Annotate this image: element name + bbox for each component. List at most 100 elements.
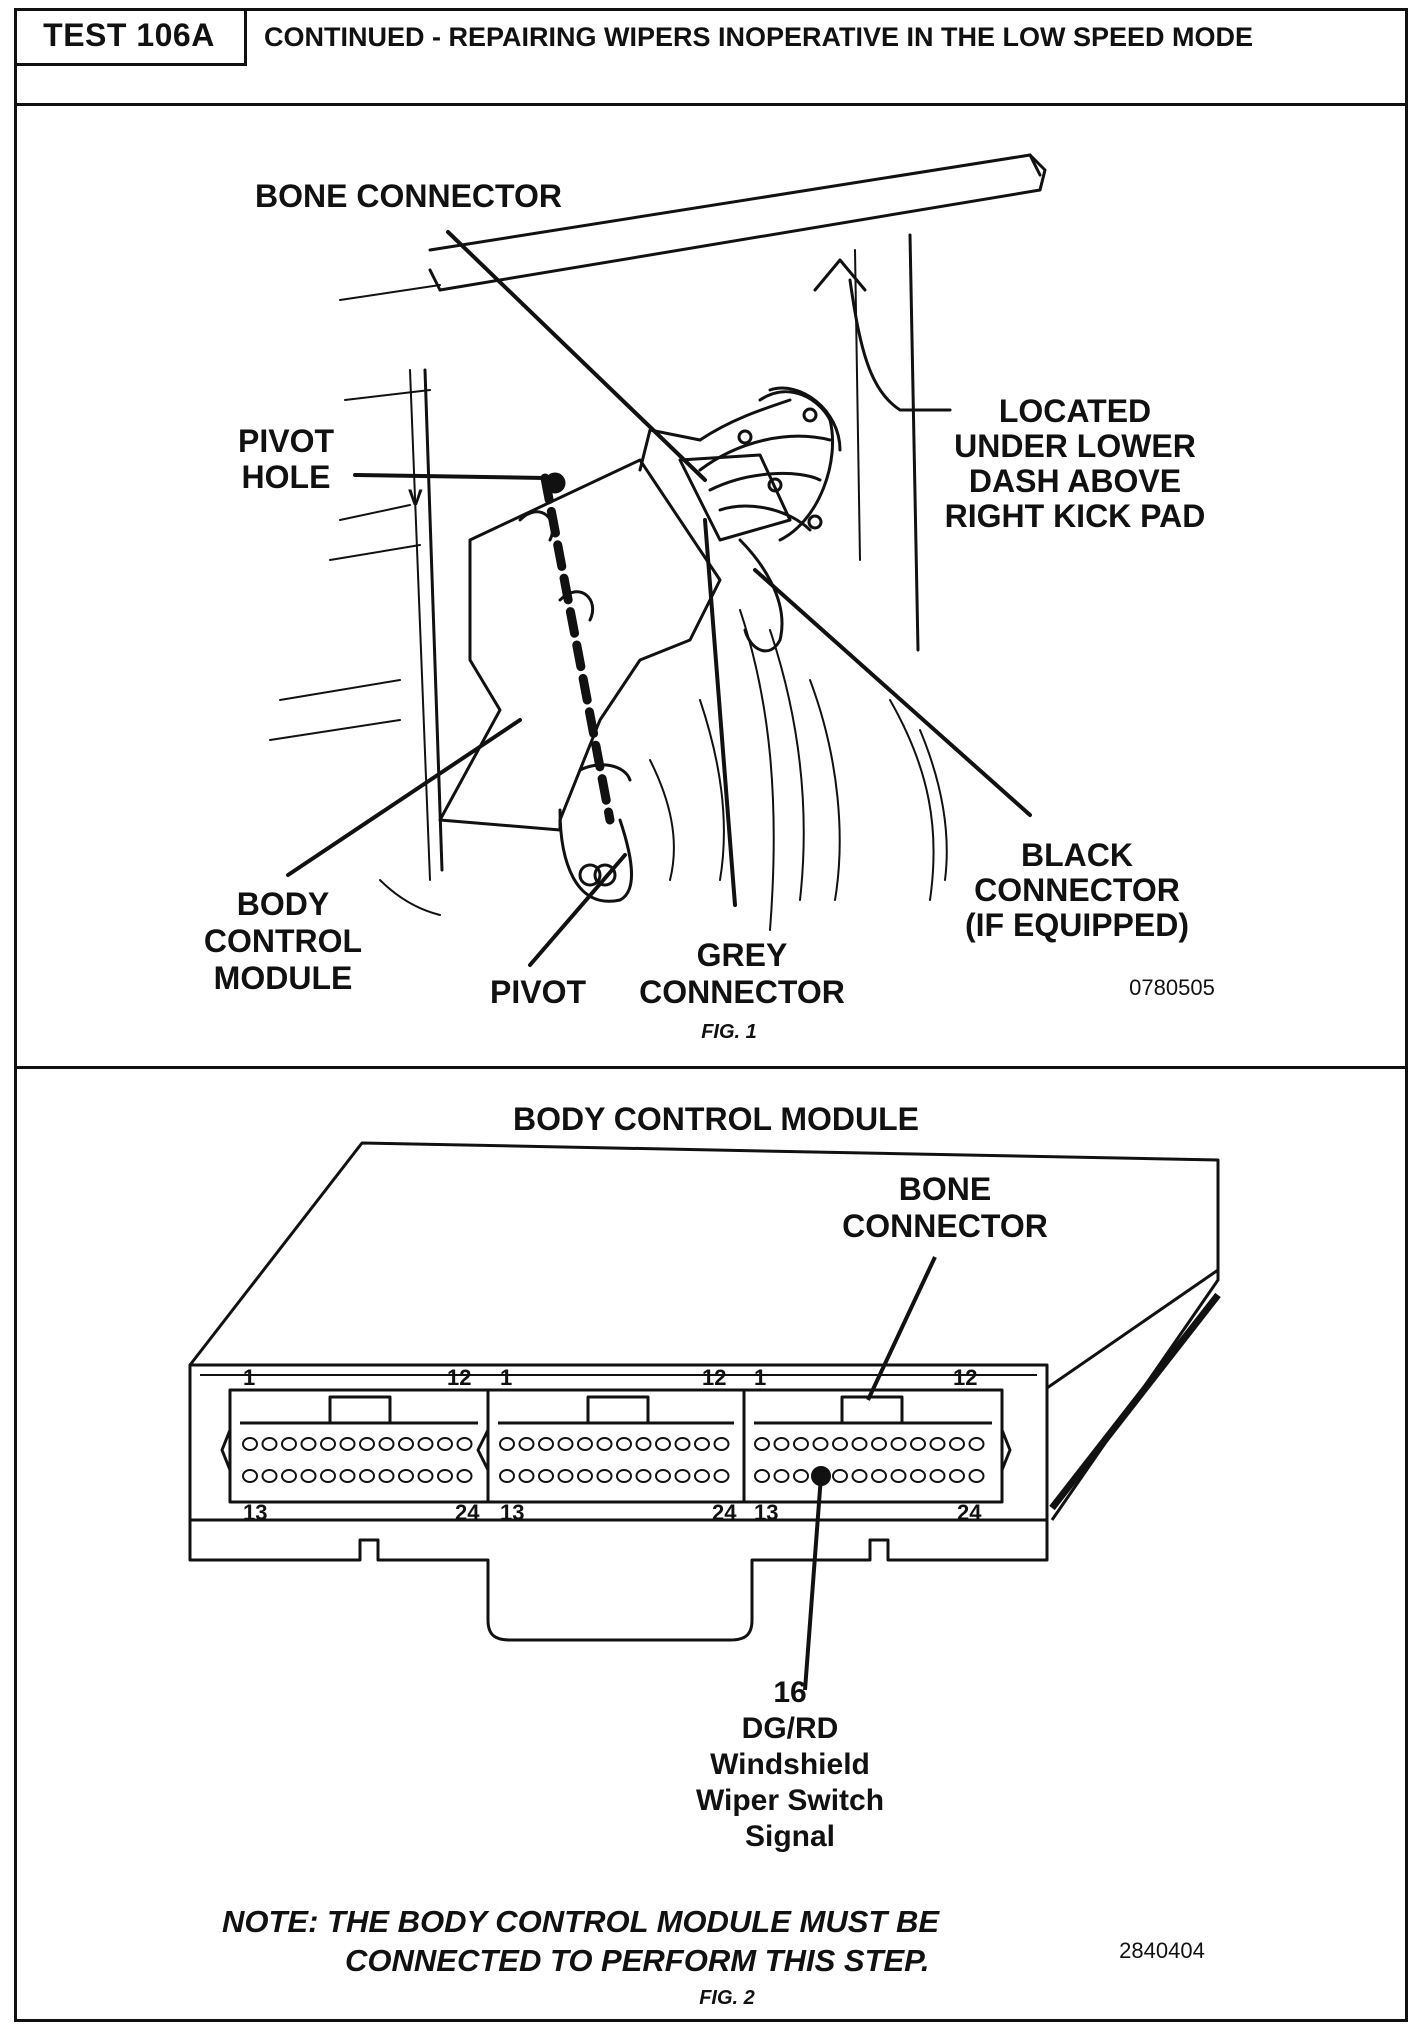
wiring-harness [758, 390, 835, 542]
leader-pin-16 [803, 1475, 823, 1691]
fig2-caption: FIG. 2 [699, 1987, 755, 2009]
pin-hole [378, 1437, 395, 1451]
label-grey-2: CONNECTOR [639, 974, 845, 1010]
leader-grey [703, 518, 737, 907]
pin-hole [832, 1437, 848, 1451]
pin-hole [890, 1437, 907, 1451]
pin-hole [890, 1469, 907, 1483]
page-frame [14, 8, 1408, 2022]
pin-hole [812, 1437, 829, 1451]
fig2-labels: BONE CONNECTOR 16 DG/RD Windshield Wiper… [222, 1171, 1205, 2009]
pin-hole [417, 1469, 434, 1483]
pin-hole [518, 1469, 535, 1483]
c2-pin-13: 13 [500, 1500, 524, 1525]
leader-bone-connector-fig2 [866, 1256, 937, 1401]
label-pivot-hole-1: PIVOT [238, 423, 334, 459]
fig1-drawing [269, 153, 1047, 967]
located-arrow [848, 278, 952, 412]
pin-hole [773, 1469, 790, 1483]
c1-pin-12: 12 [447, 1365, 471, 1390]
pin-hole [968, 1469, 985, 1483]
c1-pin-13: 13 [243, 1500, 267, 1525]
pin-hole [437, 1469, 453, 1483]
pin-hole [577, 1469, 593, 1483]
pin-hole [499, 1437, 515, 1451]
c3-pin-24: 24 [957, 1500, 982, 1525]
pin-hole [557, 1469, 574, 1483]
pin-hole [398, 1469, 414, 1483]
label-pin-16-1: 16 [773, 1676, 806, 1709]
label-bone-fig2-1: BONE [899, 1171, 991, 1207]
pin-hole [261, 1469, 278, 1483]
pin-hole [557, 1437, 574, 1451]
leader-bcm [286, 718, 522, 877]
fig2-code: 2840404 [1119, 1938, 1205, 1963]
test-id: TEST 106A [43, 17, 215, 53]
pin-hole [754, 1437, 770, 1451]
connector-pin-holes [242, 1437, 985, 1483]
pin-hole [577, 1437, 593, 1451]
pin-hole [261, 1437, 278, 1451]
c3-pin-12: 12 [953, 1365, 977, 1390]
test-id-box: TEST 106A [14, 8, 247, 66]
pin-hole [851, 1469, 868, 1483]
label-bcm-1: BODY [237, 886, 329, 922]
bcm-connectors [220, 1388, 1012, 1504]
pin-hole [793, 1469, 809, 1483]
pin-hole [596, 1437, 613, 1451]
panel-edge-right [908, 233, 920, 652]
c2-pin-12: 12 [702, 1365, 726, 1390]
pin-hole [339, 1469, 356, 1483]
label-pin-16-2: DG/RD [742, 1712, 839, 1745]
fig1-labels: BONE CONNECTOR PIVOT HOLE V LOCATED UNDE… [204, 178, 1215, 1043]
pin-hole [456, 1469, 473, 1483]
pin-hole [929, 1437, 946, 1451]
pin-hole [635, 1469, 652, 1483]
pin-hole [949, 1469, 965, 1483]
label-bone-connector: BONE CONNECTOR [255, 178, 562, 214]
label-black-2: CONNECTOR [974, 872, 1180, 908]
pin-hole [616, 1437, 632, 1451]
label-bcm-2: CONTROL [204, 923, 362, 959]
pin-hole [949, 1437, 965, 1451]
pin-hole [694, 1437, 710, 1451]
c1-pin-24: 24 [455, 1500, 480, 1525]
pin-hole [320, 1469, 336, 1483]
pin-hole [910, 1437, 926, 1451]
note-line-2: CONNECTED TO PERFORM THIS STEP. [345, 1943, 929, 1978]
bcm-base [188, 1520, 1049, 1642]
label-pivot-hole-2: HOLE [242, 459, 331, 495]
pin-hole [281, 1469, 297, 1483]
fig2-title: BODY CONTROL MODULE [513, 1101, 919, 1137]
pin-hole [518, 1437, 535, 1451]
header-row [14, 8, 1408, 106]
pin-hole [300, 1469, 317, 1483]
pin-hole [437, 1437, 453, 1451]
pin-hole [773, 1437, 790, 1451]
label-bcm-3: MODULE [214, 960, 353, 996]
note-line-1: NOTE: THE BODY CONTROL MODULE MUST BE [222, 1904, 940, 1939]
pin-hole [655, 1469, 671, 1483]
label-black-1: BLACK [1021, 837, 1133, 873]
dash-beam [428, 153, 1047, 292]
pin-hole [456, 1437, 473, 1451]
pin-hole [320, 1437, 336, 1451]
label-pin-16-3: Windshield [710, 1748, 870, 1781]
pin-hole [538, 1437, 554, 1451]
pin-hole [635, 1437, 652, 1451]
pin-hole [616, 1469, 632, 1483]
c2-pin-1: 1 [500, 1365, 512, 1390]
pin-hole [968, 1437, 985, 1451]
pivot-arm [558, 808, 634, 903]
pin-hole [417, 1437, 434, 1451]
pin-hole [499, 1469, 515, 1483]
pin-hole [754, 1469, 770, 1483]
pin-hole [538, 1469, 554, 1483]
fig1-caption: FIG. 1 [701, 1021, 757, 1043]
label-located-4: RIGHT KICK PAD [945, 498, 1206, 534]
fig2-pin-numbers: 1 12 13 24 1 12 13 24 1 12 13 24 [243, 1365, 982, 1525]
pin-hole [713, 1469, 730, 1483]
pin-hole [655, 1437, 671, 1451]
leader-bone-connector [446, 230, 707, 482]
